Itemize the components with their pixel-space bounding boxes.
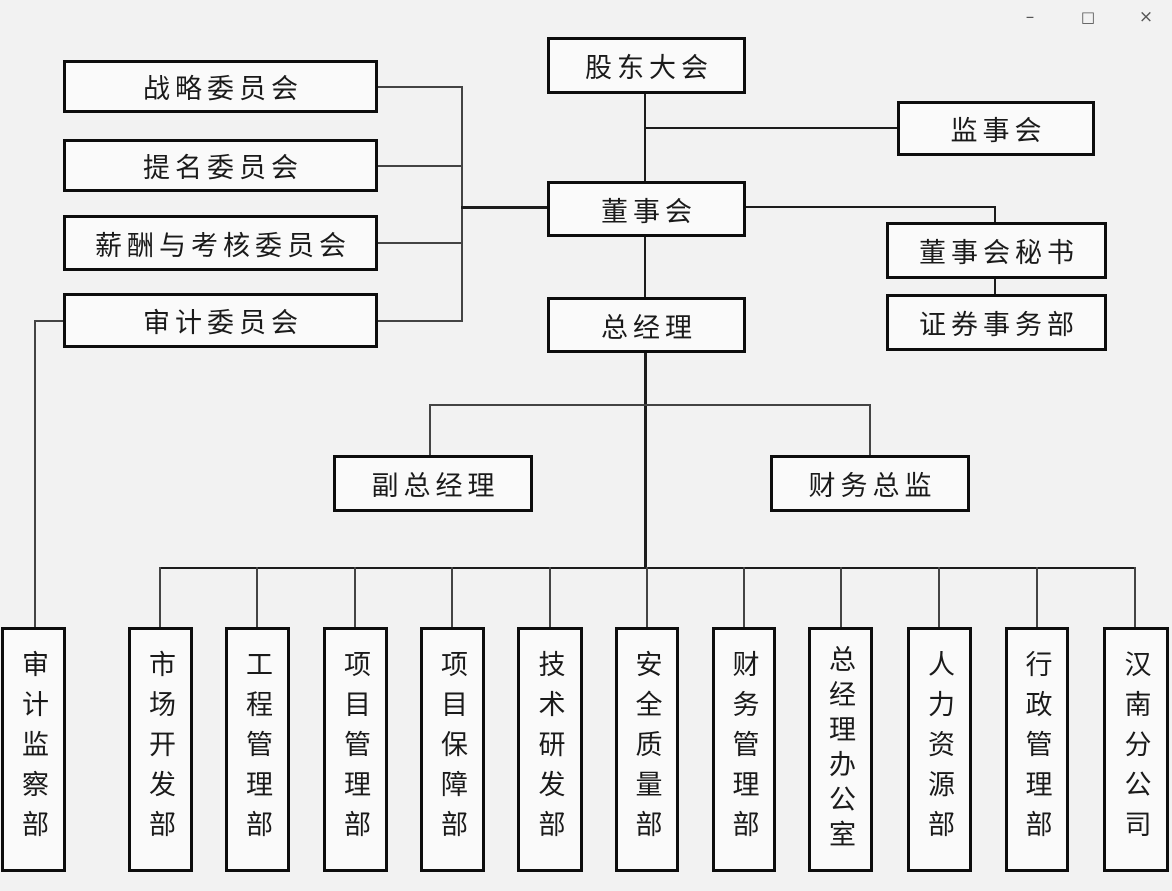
connector-deputy-branch-h [429, 404, 871, 406]
connector-audit-left-v [34, 320, 36, 627]
connector-dept-drop-6 [646, 567, 648, 627]
connector-committee-4 [378, 320, 462, 322]
node-general-manager: 总经理 [547, 297, 746, 353]
node-finance-director: 财务总监 [770, 455, 970, 512]
node-dept-market-development: 市场开发部 [128, 627, 193, 872]
connector-committee-2 [378, 165, 462, 167]
connector-dept-drop-4 [451, 567, 453, 627]
node-supervisory-board: 监事会 [897, 101, 1095, 156]
node-dept-human-resources: 人力资源部 [907, 627, 972, 872]
node-deputy-general-manager: 副总经理 [333, 455, 533, 512]
connector-shareholders-board [644, 94, 646, 182]
connector-gm-trunk [644, 353, 647, 569]
connector-dept-drop-5 [549, 567, 551, 627]
node-dept-safety-quality: 安全质量部 [615, 627, 679, 872]
node-dept-gm-office: 总经理办公室 [808, 627, 873, 872]
connector-supervisory-branch [645, 127, 897, 129]
connector-committee-bus [461, 86, 463, 322]
node-dept-project-support: 项目保障部 [420, 627, 485, 872]
node-dept-finance-management: 财务管理部 [712, 627, 776, 872]
node-dept-audit-supervision: 审计监察部 [1, 627, 66, 872]
connector-board-secretary-h [746, 206, 996, 208]
minimize-icon[interactable]: – [1025, 6, 1035, 27]
window-controls: – □ × [1016, 2, 1160, 32]
connector-committees-board [461, 206, 548, 209]
connector-committee-3 [378, 242, 462, 244]
node-committee-strategy: 战略委员会 [63, 60, 378, 113]
node-dept-hannan-branch: 汉南分公司 [1103, 627, 1169, 872]
node-committee-remuneration: 薪酬与考核委员会 [63, 215, 378, 271]
connector-dept-drop-2 [256, 567, 258, 627]
connector-dept-drop-3 [354, 567, 356, 627]
close-icon[interactable]: × [1138, 6, 1154, 27]
node-shareholders-meeting: 股东大会 [547, 37, 746, 94]
node-committee-nomination: 提名委员会 [63, 139, 378, 192]
connector-board-secretary-v [994, 206, 996, 223]
connector-committee-1 [378, 86, 462, 88]
connector-dept-drop-7 [743, 567, 745, 627]
node-dept-project-management: 项目管理部 [323, 627, 388, 872]
connector-dept-drop-1 [159, 567, 161, 627]
node-dept-engineering-management: 工程管理部 [225, 627, 290, 872]
node-dept-tech-rnd: 技术研发部 [517, 627, 583, 872]
connector-secretary-securities [994, 279, 996, 295]
node-board-of-directors: 董事会 [547, 181, 746, 237]
node-committee-audit: 审计委员会 [63, 293, 378, 348]
connector-dept-drop-11 [1134, 567, 1136, 627]
node-board-secretary: 董事会秘书 [886, 222, 1107, 279]
connector-dept-drop-10 [1036, 567, 1038, 627]
connector-dept-drop-8 [840, 567, 842, 627]
connector-dept-drop-9 [938, 567, 940, 627]
node-dept-administration: 行政管理部 [1005, 627, 1069, 872]
connector-deputy-drop [429, 404, 431, 455]
node-securities-dept: 证券事务部 [886, 294, 1107, 351]
maximize-icon[interactable]: □ [1080, 7, 1096, 26]
connector-audit-left-h [34, 320, 64, 322]
connector-cfo-drop [869, 404, 871, 455]
connector-board-gm [644, 237, 646, 298]
